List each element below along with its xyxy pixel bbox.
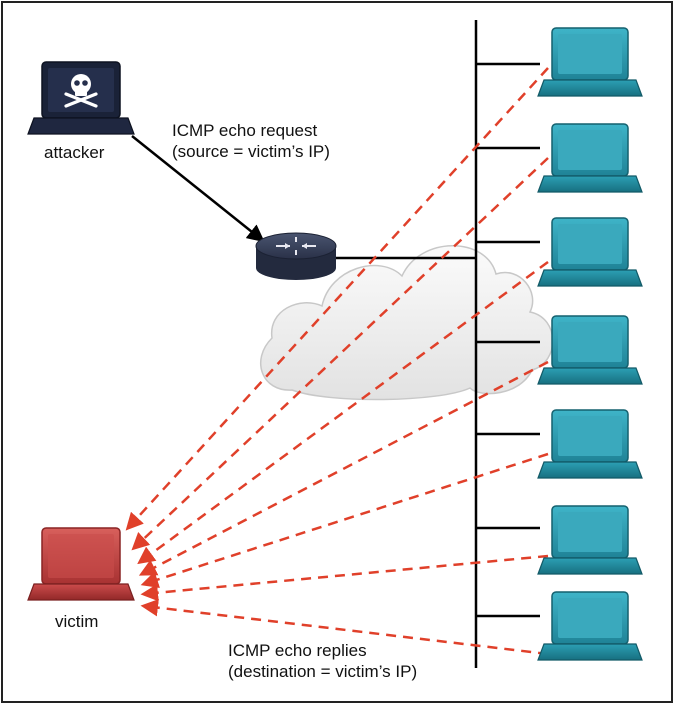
request-arrow <box>131 135 265 243</box>
host-laptop-1 <box>537 27 643 97</box>
reply-arrows <box>125 67 549 656</box>
host-laptop-4 <box>537 315 643 385</box>
host-laptop-3 <box>537 217 643 287</box>
victim-laptop <box>27 527 135 601</box>
echo-replies-label: ICMP echo replies (destination = victim’… <box>228 640 417 682</box>
host-laptop-5 <box>537 409 643 479</box>
host-branches <box>476 62 540 618</box>
host-laptops <box>537 27 643 661</box>
echo-request-line-2: (source = victim’s IP) <box>172 142 330 161</box>
echo-request-label: ICMP echo request (source = victim’s IP) <box>172 120 330 162</box>
host-laptop-2 <box>537 123 643 193</box>
attacker-label: attacker <box>44 143 105 162</box>
echo-replies-line-1: ICMP echo replies <box>228 641 367 660</box>
attacker-laptop <box>27 61 135 135</box>
router-icon <box>255 232 337 280</box>
echo-request-line-1: ICMP echo request <box>172 121 318 140</box>
victim-label: victim <box>55 612 99 631</box>
host-laptop-7 <box>537 591 643 661</box>
skull-icon <box>64 74 98 108</box>
echo-replies-line-2: (destination = victim’s IP) <box>228 662 418 681</box>
host-laptop-6 <box>537 505 643 575</box>
